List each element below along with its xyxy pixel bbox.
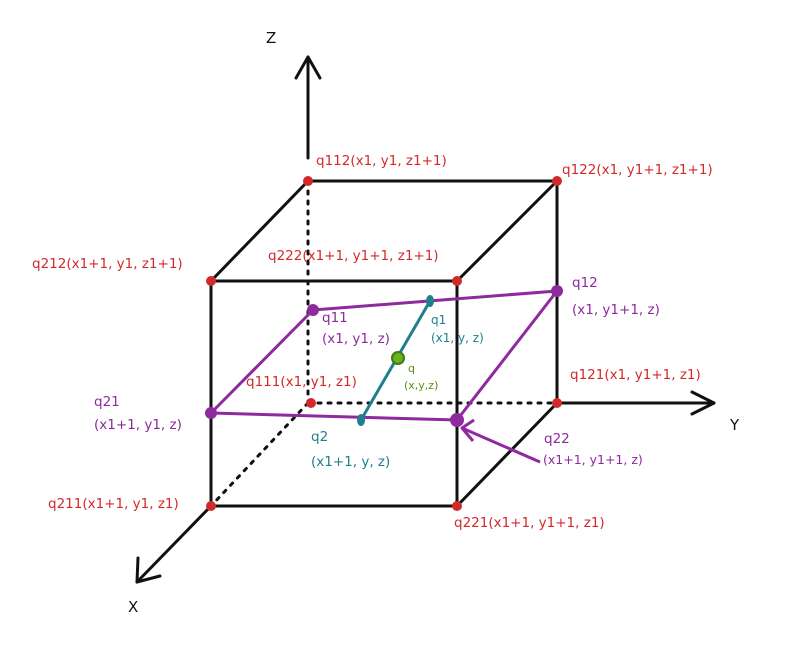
- q112-dot: [303, 176, 313, 186]
- plane-dots: [205, 285, 563, 427]
- q12-coords: (x1, y1+1, z): [572, 302, 660, 318]
- q12-name: q12: [572, 275, 598, 291]
- q2-coords: (x1+1, y, z): [311, 454, 390, 470]
- q222-label: q222(x1+1, y1+1, z1+1): [268, 248, 439, 264]
- q2-dot: [357, 414, 365, 426]
- q221-label: q221(x1+1, y1+1, z1): [454, 515, 605, 531]
- q211-label: q211(x1+1, y1, z1): [48, 496, 179, 512]
- q2-name: q2: [311, 429, 328, 445]
- y-axis-arrowhead: [690, 390, 716, 416]
- q11-dot: [307, 304, 319, 316]
- q111-label: q111(x1, y1, z1): [246, 374, 357, 390]
- hidden-edge-x: [209, 401, 310, 508]
- axes: [135, 55, 716, 584]
- segment-labels: q1 (x1, y, z) q2 (x1+1, y, z): [311, 313, 484, 470]
- q22-name: q22: [544, 431, 570, 447]
- q11-coords: (x1, y1, z): [322, 331, 390, 347]
- q212-dot: [206, 276, 216, 286]
- q112-label: q112(x1, y1, z1+1): [316, 153, 447, 169]
- q21-name: q21: [94, 394, 120, 410]
- q121-label: q121(x1, y1+1, z1): [570, 367, 701, 383]
- x-axis-arrowhead: [135, 556, 162, 584]
- x-axis-line: [135, 504, 213, 584]
- q22-coords: (x1+1, y1+1, z): [543, 452, 643, 467]
- q1-dot: [426, 295, 434, 307]
- q11-name: q11: [322, 310, 348, 326]
- q211-dot: [206, 501, 216, 511]
- q-dot: [391, 351, 405, 365]
- corner-labels: q112(x1, y1, z1+1) q122(x1, y1+1, z1+1) …: [32, 153, 713, 531]
- y-axis-label: Y: [729, 416, 740, 434]
- cube-top-face: [209, 179, 559, 283]
- plane-outline: [209, 289, 559, 422]
- q121-dot: [552, 398, 562, 408]
- cube-front-face: [209, 279, 459, 508]
- q22-dot: [450, 413, 464, 427]
- q12-dot: [551, 285, 563, 297]
- target-labels: q (x,y,z): [404, 362, 438, 392]
- z-axis-label: Z: [266, 29, 276, 47]
- q122-dot: [552, 176, 562, 186]
- plane-labels: q11 (x1, y1, z) q12 (x1, y1+1, z) q21 (x…: [94, 275, 660, 467]
- cube-bottom-right-edge: [455, 401, 559, 508]
- q-name: q: [408, 362, 415, 375]
- q-coords: (x,y,z): [404, 379, 438, 392]
- q222-dot: [452, 276, 462, 286]
- q1-coords: (x1, y, z): [431, 331, 484, 345]
- q21-dot: [205, 407, 217, 419]
- q212-label: q212(x1+1, y1, z1+1): [32, 256, 183, 272]
- x-axis-label: X: [128, 598, 138, 616]
- q21-coords: (x1+1, y1, z): [94, 417, 182, 433]
- q22-pointer-arrow: [461, 426, 541, 464]
- q221-dot: [452, 501, 462, 511]
- q111-dot: [306, 398, 316, 408]
- z-axis-arrowhead: [294, 55, 322, 80]
- corner-dots: [206, 176, 562, 511]
- hidden-edges: [209, 179, 559, 508]
- q122-label: q122(x1, y1+1, z1+1): [562, 162, 713, 178]
- q22-pointer-arrowhead: [460, 418, 475, 442]
- q1-name: q1: [431, 313, 446, 327]
